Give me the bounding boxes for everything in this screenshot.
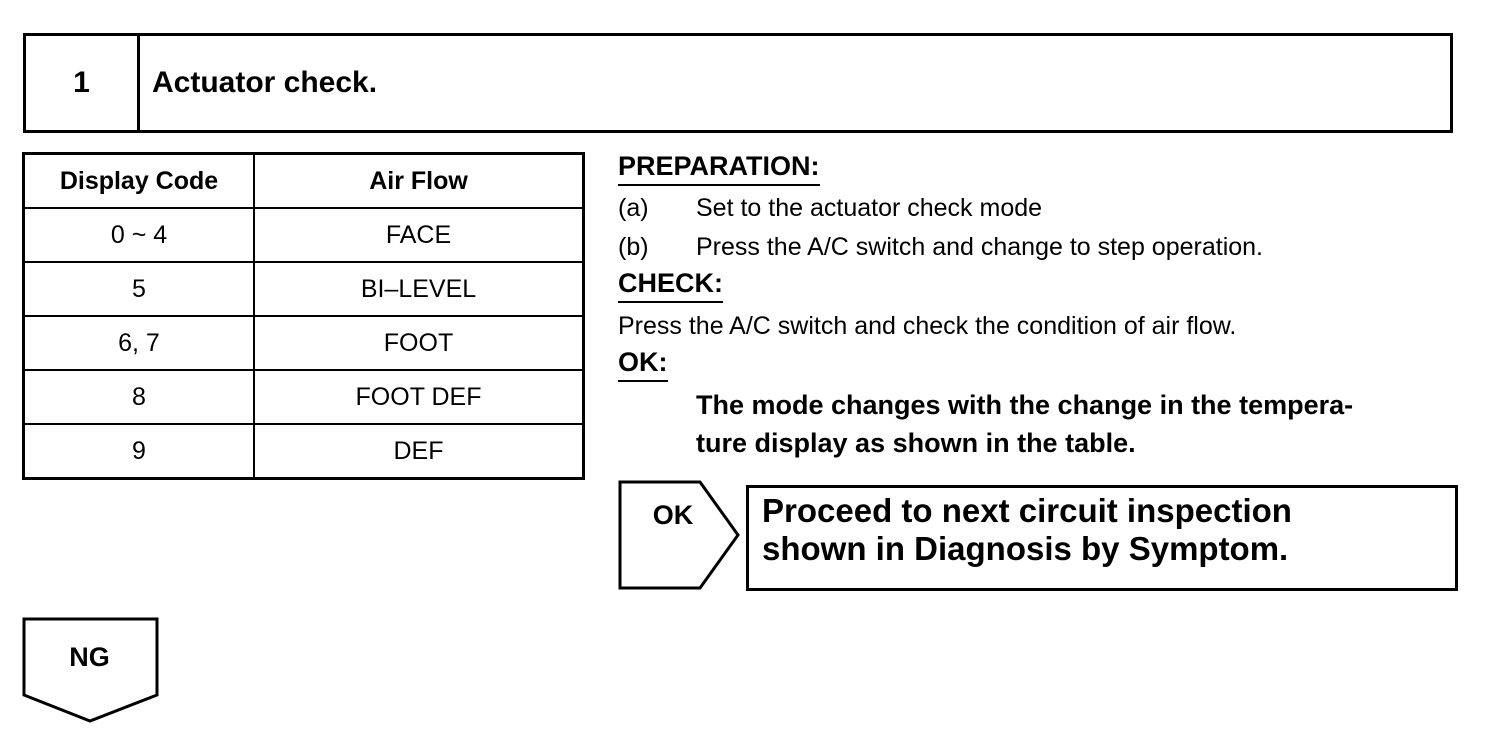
preparation-heading: PREPARATION:	[618, 150, 820, 186]
ok-criteria-line: ture display as shown in the table.	[696, 428, 1136, 458]
ok-label: OK	[652, 500, 694, 530]
ok-arrow-icon	[618, 480, 740, 590]
item-label: (b)	[618, 233, 649, 261]
cell-air-flow: FOOT DEF	[253, 369, 585, 425]
header-air-flow: Air Flow	[253, 152, 585, 209]
ng-arrow-icon	[22, 617, 159, 723]
cell-display-code: 9	[22, 423, 255, 480]
ok-heading: OK:	[618, 346, 668, 382]
item-label: (a)	[618, 194, 649, 222]
step-number: 1	[26, 36, 140, 130]
cell-air-flow: BI–LEVEL	[253, 261, 585, 317]
result-line: Proceed to next circuit inspection	[762, 492, 1292, 529]
result-line: shown in Diagnosis by Symptom.	[762, 530, 1289, 567]
cell-display-code: 6, 7	[22, 315, 255, 371]
preparation-item: (a) Set to the actuator check mode	[618, 192, 1042, 224]
cell-display-code: 8	[22, 369, 255, 425]
cell-air-flow: FOOT	[253, 315, 585, 371]
display-code-table: Display Code Air Flow 0 ~ 4 FACE 5 BI–LE…	[22, 152, 585, 480]
check-text: Press the A/C switch and check the condi…	[618, 312, 1237, 340]
cell-air-flow: DEF	[253, 423, 585, 480]
step-title: Actuator check.	[152, 66, 378, 99]
check-heading: CHECK:	[618, 267, 723, 303]
cell-display-code: 0 ~ 4	[22, 207, 255, 263]
table-row: 0 ~ 4 FACE	[22, 207, 585, 263]
header-display-code: Display Code	[22, 152, 255, 209]
step-header: 1 Actuator check.	[23, 33, 1453, 133]
ok-result-box: Proceed to next circuit inspection shown…	[746, 485, 1458, 591]
table-header-row: Display Code Air Flow	[22, 152, 585, 209]
ng-label: NG	[69, 642, 110, 672]
table-row: 6, 7 FOOT	[22, 315, 585, 371]
table-row: 8 FOOT DEF	[22, 369, 585, 425]
table-row: 9 DEF	[22, 423, 585, 480]
table-row: 5 BI–LEVEL	[22, 261, 585, 317]
cell-display-code: 5	[22, 261, 255, 317]
ok-criteria: The mode changes with the change in the …	[696, 386, 1466, 462]
cell-air-flow: FACE	[253, 207, 585, 263]
ok-criteria-line: The mode changes with the change in the …	[696, 390, 1354, 420]
item-text: Press the A/C switch and change to step …	[696, 233, 1264, 261]
preparation-item: (b) Press the A/C switch and change to st…	[618, 231, 1263, 263]
item-text: Set to the actuator check mode	[696, 194, 1043, 222]
